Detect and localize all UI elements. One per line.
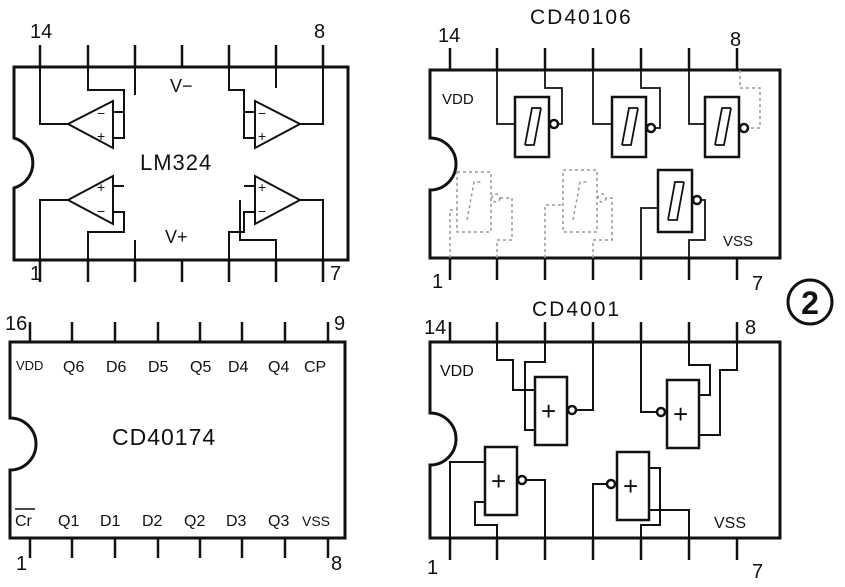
opamp-3 xyxy=(65,174,114,226)
opamp-3-minus: − xyxy=(97,203,105,219)
lm324-pins-top xyxy=(38,45,325,67)
chip-cd4001 xyxy=(428,322,782,560)
cd40174-top-label: Q4 xyxy=(268,359,289,376)
cd40174-top-label: D6 xyxy=(106,359,127,376)
lm324-pin14-label: 14 xyxy=(30,21,52,43)
chip-cd40106 xyxy=(428,48,782,280)
cd40174-bottom-label: D1 xyxy=(100,513,121,530)
cd40174-labels: 16 9 1 8 CD40174 VDD Q6 D6 D5 Q5 D4 Q4 C… xyxy=(5,313,345,575)
inverter-3 xyxy=(703,95,741,159)
opamp-3-plus: + xyxy=(97,179,105,195)
cd4001-pin14-label: 14 xyxy=(424,317,446,339)
cd40106-inverters xyxy=(496,70,750,258)
cd40106-vdd-label: VDD xyxy=(442,91,474,108)
cd40106-chip-name: CD40106 xyxy=(530,6,633,29)
cd4001-chip-name: CD4001 xyxy=(532,298,621,321)
cd40174-bottom-label: D3 xyxy=(226,513,247,530)
opamp-1-minus: − xyxy=(97,105,105,121)
cd4001-pins-top xyxy=(448,322,739,342)
chip-lm324 xyxy=(12,45,350,282)
opamp-1 xyxy=(65,99,114,150)
cd40174-top-label: Q6 xyxy=(63,359,84,376)
cd40174-bottom-label: Q3 xyxy=(268,513,289,530)
cd40106-labels: CD40106 14 8 1 7 VDD VSS xyxy=(432,6,763,295)
cd40174-bottom-label: Q1 xyxy=(58,513,79,530)
lm324-pin8-label: 8 xyxy=(314,21,325,43)
figure-number-badge: 2 xyxy=(786,278,834,326)
nor-gate-4 xyxy=(615,450,651,522)
figure-number: 2 xyxy=(801,285,819,321)
cd40106-pin8-label: 8 xyxy=(730,29,741,51)
inverter-2 xyxy=(610,95,648,159)
inverter-5 xyxy=(562,169,598,233)
inverter-1 xyxy=(513,95,551,159)
lm324-pin1-label: 1 xyxy=(30,263,41,285)
nor-gate-2 xyxy=(665,378,701,450)
cd40174-pin8-label: 8 xyxy=(331,553,342,575)
cd40174-pin9-label: 9 xyxy=(334,313,345,335)
inverter-4 xyxy=(456,171,492,233)
cd40174-bottom-label: Q2 xyxy=(184,513,205,530)
cd40174-top-label: Q5 xyxy=(190,359,211,376)
lm324-body xyxy=(12,65,350,262)
cd40174-pin16-label: 16 xyxy=(5,313,27,335)
cd40106-body xyxy=(428,68,782,260)
lm324-labels: 14 8 1 7 V− V+ LM324 + − + − + − + − xyxy=(30,21,341,285)
opamp-2 xyxy=(254,99,303,150)
cd40174-bottom-label: VSS xyxy=(302,513,330,529)
chip-cd40174 xyxy=(8,322,347,558)
cd4001-labels: CD4001 14 8 1 7 VDD VSS + + + + xyxy=(424,298,763,583)
cd4001-vss-label: VSS xyxy=(714,515,746,532)
cd4001-pins-bottom xyxy=(448,538,739,560)
cd40174-pins-bottom xyxy=(28,538,330,558)
cd40174-top-label: VDD xyxy=(16,358,43,373)
opamp-2-minus: − xyxy=(258,105,266,121)
cd4001-pin7-label: 7 xyxy=(752,561,763,583)
nor-gate-3-symbol: + xyxy=(491,466,506,496)
cd4001-pin8-label: 8 xyxy=(745,317,756,339)
nor-gate-1-symbol: + xyxy=(541,396,556,426)
cd40174-top-label: D5 xyxy=(148,359,169,376)
opamp-4-plus: + xyxy=(258,179,266,195)
cd40174-bottom-pin-labels: Cr Q1 D1 D2 Q2 D3 Q3 VSS xyxy=(15,508,330,530)
lm324-vplus-label: V+ xyxy=(165,227,188,247)
cd40174-pin1-label: 1 xyxy=(16,553,27,575)
nor-gate-4-symbol: + xyxy=(623,471,638,501)
cd40106-pins-top xyxy=(448,48,739,70)
cd40106-pins-bottom xyxy=(448,258,739,280)
cd40106-vss-label: VSS xyxy=(723,233,753,250)
cd40106-pin1-label: 1 xyxy=(432,271,443,293)
cd40174-bottom-label: D2 xyxy=(142,513,163,530)
opamp-2-plus: + xyxy=(258,128,266,144)
inverter-6 xyxy=(656,168,694,234)
cd40174-top-pin-labels: VDD Q6 D6 D5 Q5 D4 Q4 CP xyxy=(16,358,326,376)
cd4001-body xyxy=(428,340,782,540)
lm324-pin7-label: 7 xyxy=(330,263,341,285)
cd40174-bottom-label: Cr xyxy=(15,513,33,530)
cd4001-pin1-label: 1 xyxy=(427,557,438,579)
cd40174-top-label: CP xyxy=(304,359,326,376)
cd4001-vdd-label: VDD xyxy=(440,363,474,380)
opamp-1-plus: + xyxy=(97,128,105,144)
nor-gate-2-symbol: + xyxy=(673,399,688,429)
cd40174-pins-top xyxy=(28,322,330,342)
cd40174-top-label: D4 xyxy=(228,359,249,376)
cd40106-faint-inverters xyxy=(449,70,761,258)
opamp-4-minus: − xyxy=(258,203,266,219)
lm324-vminus-label: V− xyxy=(170,76,193,96)
opamp-4 xyxy=(254,174,303,226)
lm324-opamps xyxy=(39,67,324,260)
cd4001-gates xyxy=(449,342,738,538)
cd40174-body xyxy=(8,340,347,540)
cd40106-pin7-label: 7 xyxy=(752,273,763,295)
lm324-pins-bottom xyxy=(38,260,325,282)
lm324-chip-name: LM324 xyxy=(140,150,212,175)
cd40106-pin14-label: 14 xyxy=(438,25,460,47)
cd40174-chip-name: CD40174 xyxy=(112,424,216,450)
